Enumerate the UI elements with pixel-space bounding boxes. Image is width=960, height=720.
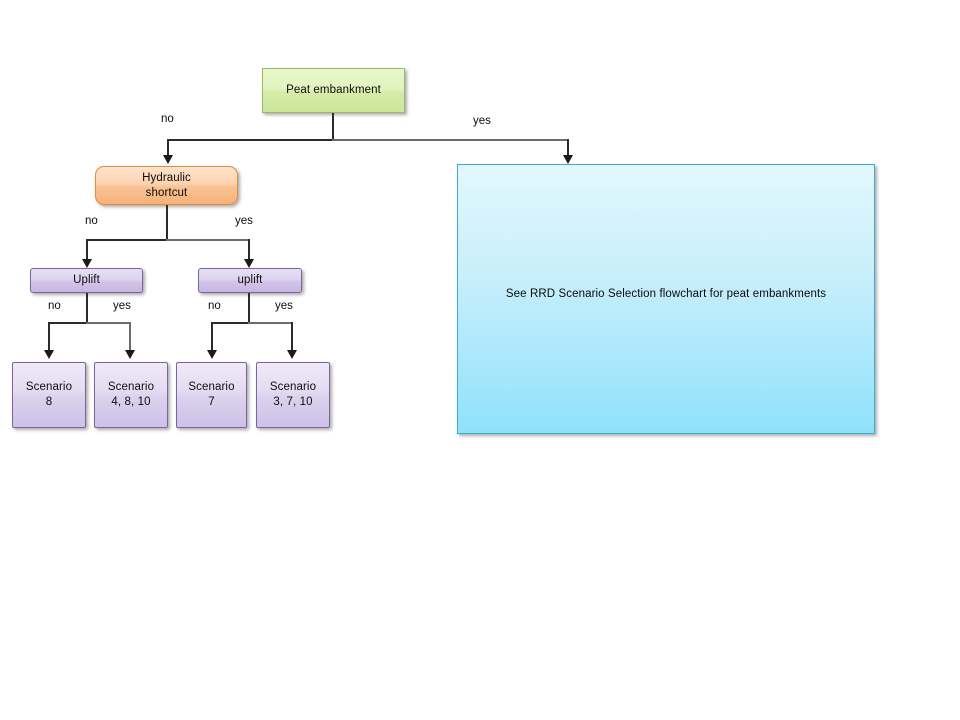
edge-label-uplift-left-no: no: [48, 300, 61, 312]
connector-root-stem: [332, 113, 334, 140]
arrowhead-root-yes: [563, 155, 573, 164]
arrowhead-root-no: [163, 155, 173, 164]
connector-root-drop-yes: [567, 139, 569, 157]
connector-shortcut-bar-left: [86, 239, 167, 241]
arrowhead-uplift-right-no: [207, 350, 217, 359]
connector-uplift-right-bar-no: [211, 322, 249, 324]
connector-uplift-left-drop-no: [48, 322, 50, 352]
node-uplift-right[interactable]: uplift: [198, 268, 302, 293]
edge-label-uplift-right-no: no: [208, 300, 221, 312]
node-hydraulic-shortcut[interactable]: Hydraulic shortcut: [95, 166, 238, 205]
node-scenario-3-7-10[interactable]: Scenario 3, 7, 10: [256, 362, 330, 428]
edge-label-uplift-left-yes: yes: [113, 300, 131, 312]
edge-label-shortcut-no: no: [85, 215, 98, 227]
connector-shortcut-bar-right: [166, 239, 249, 241]
node-peat-embankment[interactable]: Peat embankment: [262, 68, 405, 113]
node-scenario-7-label: Scenario 7: [188, 381, 235, 408]
arrowhead-uplift-left-no: [44, 350, 54, 359]
connector-uplift-left-drop-yes: [129, 322, 131, 352]
connector-uplift-right-stem: [248, 293, 250, 323]
edge-label-root-yes: yes: [473, 115, 491, 127]
connector-uplift-left-stem: [86, 293, 88, 323]
node-uplift-left[interactable]: Uplift: [30, 268, 143, 293]
panel-rrd-scenario-selection-label: See RRD Scenario Selection flowchart for…: [505, 288, 827, 300]
connector-uplift-left-bar-no: [48, 322, 87, 324]
arrowhead-uplift-left-yes: [125, 350, 135, 359]
node-scenario-8[interactable]: Scenario 8: [12, 362, 86, 428]
node-uplift-right-label: uplift: [237, 274, 263, 286]
node-scenario-4-8-10[interactable]: Scenario 4, 8, 10: [94, 362, 168, 428]
connector-uplift-right-drop-yes: [291, 322, 293, 352]
connector-uplift-right-bar-yes: [248, 322, 292, 324]
connector-shortcut-drop-no: [86, 239, 88, 261]
node-scenario-3-7-10-label: Scenario 3, 7, 10: [269, 381, 317, 408]
connector-root-bar-right: [332, 139, 568, 141]
node-hydraulic-shortcut-label: Hydraulic shortcut: [142, 171, 191, 199]
connector-shortcut-stem: [166, 205, 168, 240]
connector-uplift-right-drop-no: [211, 322, 213, 352]
node-scenario-7[interactable]: Scenario 7: [176, 362, 247, 428]
panel-rrd-scenario-selection[interactable]: See RRD Scenario Selection flowchart for…: [457, 164, 875, 434]
node-scenario-4-8-10-label: Scenario 4, 8, 10: [107, 381, 155, 408]
edge-label-uplift-right-yes: yes: [275, 300, 293, 312]
connector-root-drop-no: [167, 139, 169, 157]
connector-uplift-left-bar-yes: [86, 322, 130, 324]
arrowhead-shortcut-no: [82, 259, 92, 268]
edge-label-shortcut-yes: yes: [235, 215, 253, 227]
arrowhead-uplift-right-yes: [287, 350, 297, 359]
node-scenario-8-label: Scenario 8: [25, 381, 73, 408]
connector-shortcut-drop-yes: [248, 239, 250, 261]
edge-label-root-no: no: [161, 113, 174, 125]
node-peat-embankment-label: Peat embankment: [286, 84, 381, 96]
connector-root-bar-left: [167, 139, 333, 141]
arrowhead-shortcut-yes: [244, 259, 254, 268]
node-uplift-left-label: Uplift: [73, 274, 100, 286]
